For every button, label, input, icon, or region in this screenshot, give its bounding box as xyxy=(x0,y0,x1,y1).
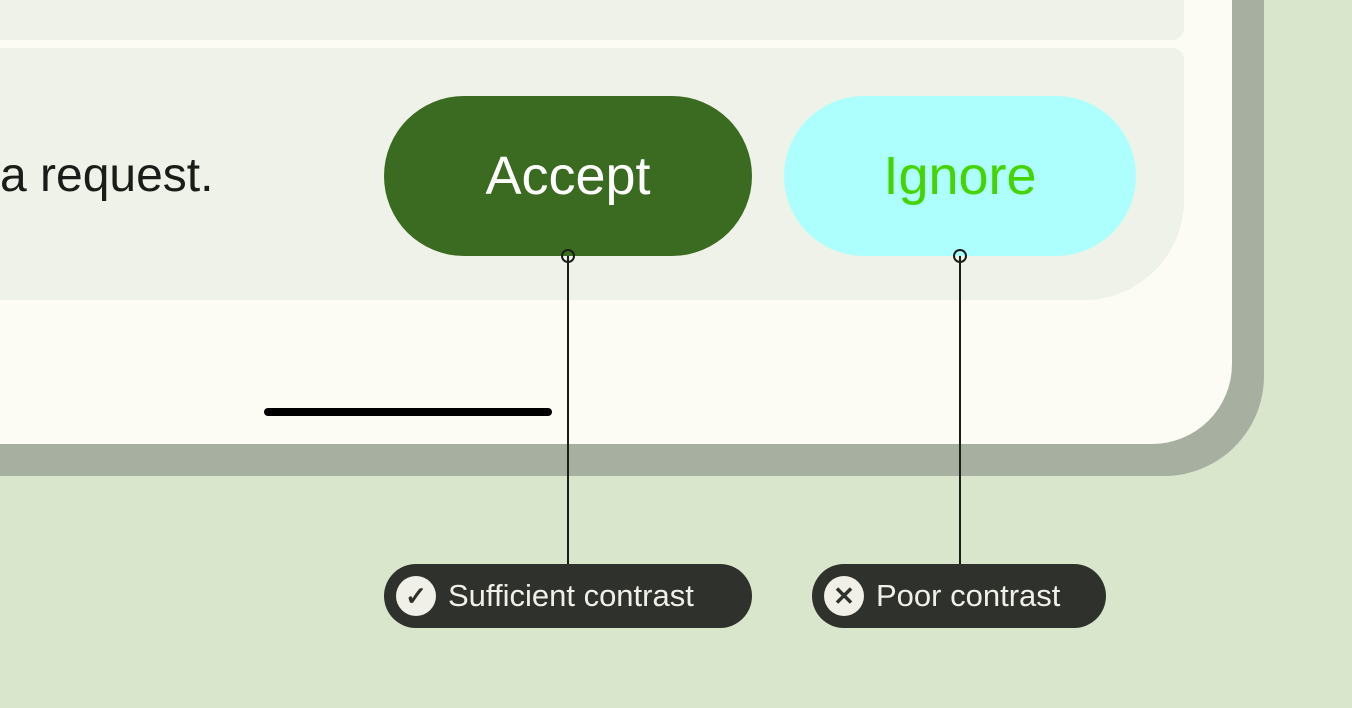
poor-contrast-badge: ✕ Poor contrast xyxy=(812,564,1106,628)
annotation-dot-accept xyxy=(561,249,575,263)
annotation-dot-ignore xyxy=(953,249,967,263)
sufficient-contrast-badge: ✓ Sufficient contrast xyxy=(384,564,752,628)
check-icon: ✓ xyxy=(396,576,436,616)
ignore-button[interactable]: Ignore xyxy=(784,96,1136,256)
request-message: a request. xyxy=(0,149,214,202)
accept-button[interactable]: Accept xyxy=(384,96,752,256)
top-card xyxy=(0,0,1184,40)
annotation-line-ignore xyxy=(959,256,961,564)
badge-label: Sufficient contrast xyxy=(448,578,694,613)
badge-label: Poor contrast xyxy=(876,578,1061,613)
annotation-line-accept xyxy=(567,256,569,564)
close-icon: ✕ xyxy=(824,576,864,616)
home-indicator[interactable] xyxy=(264,408,552,416)
